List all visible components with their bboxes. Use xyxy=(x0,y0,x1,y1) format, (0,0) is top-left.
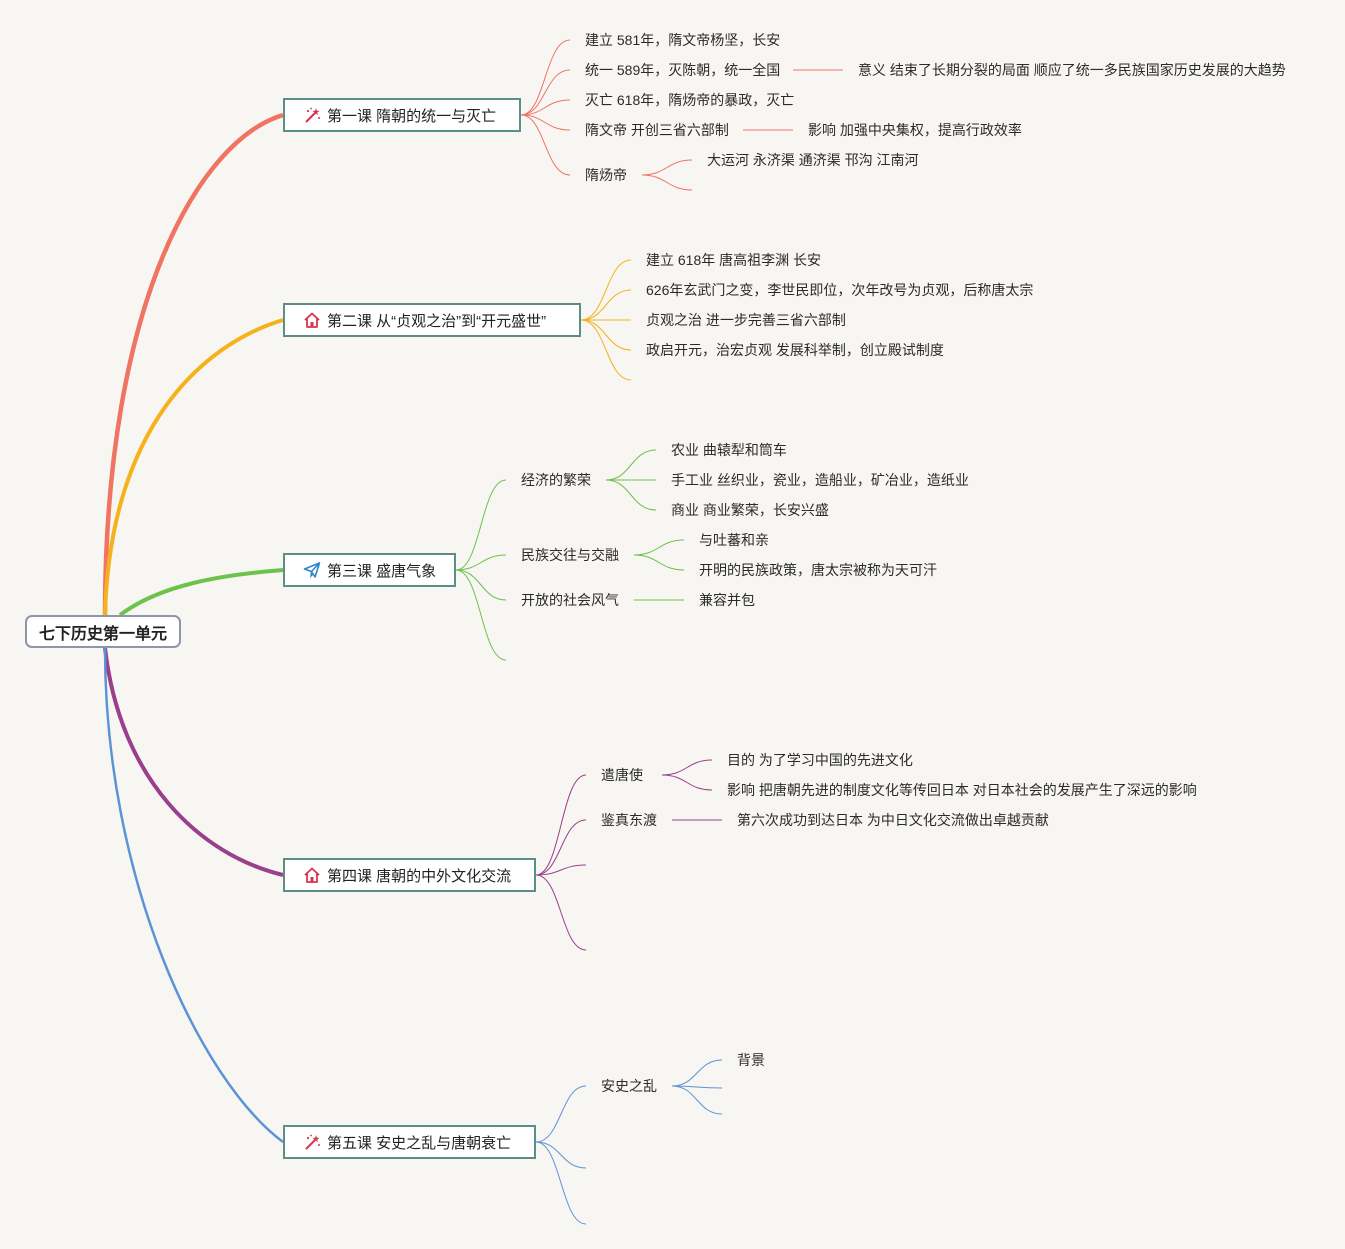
lesson-1-topic[interactable]: 第一课 隋朝的统一与灭亡 xyxy=(283,98,521,132)
lesson-5-title: 第五课 安史之乱与唐朝衰亡 xyxy=(327,1134,512,1152)
magic-wand-icon xyxy=(305,107,320,123)
paper-plane-icon xyxy=(303,562,321,578)
lesson-3-subbranches xyxy=(455,449,685,661)
lesson-2-item-4[interactable]: 政启开元，治宏贞观 发展科举制，创立殿试制度 xyxy=(646,342,944,358)
home-icon xyxy=(304,867,320,883)
lesson-2-item-3[interactable]: 贞观之治 进一步完善三省六部制 xyxy=(646,312,846,328)
lesson-1-item-3[interactable]: 灭亡 618年，隋炀帝的暴政，灭亡 xyxy=(585,92,795,108)
lesson-3-item-2[interactable]: 民族交往与交融 xyxy=(521,547,619,563)
lesson-5-subbranches xyxy=(535,1059,723,1225)
lesson-1-item-2-note[interactable]: 意义 结束了长期分裂的局面 顺应了统一多民族国家历史发展的大趋势 xyxy=(858,62,1286,78)
lesson-2-item-1[interactable]: 建立 618年 唐高祖李渊 长安 xyxy=(646,252,822,268)
lesson-1-title: 第一课 隋朝的统一与灭亡 xyxy=(327,107,497,125)
lesson-4-item-1[interactable]: 遣唐使 xyxy=(601,767,643,783)
lesson-5-topic[interactable]: 第五课 安史之乱与唐朝衰亡 xyxy=(283,1125,536,1159)
lesson-3-item-1[interactable]: 经济的繁荣 xyxy=(521,472,591,488)
branch-lesson-5 xyxy=(103,647,284,1144)
lesson-5-item-1[interactable]: 安史之乱 xyxy=(601,1078,657,1094)
lesson-3-item-1-child-2[interactable]: 手工业 丝织业，瓷业，造船业，矿冶业，造纸业 xyxy=(671,472,969,488)
lesson-2-title: 第二课 从“贞观之治”到“开元盛世” xyxy=(327,312,547,330)
lesson-3-item-2-child-1[interactable]: 与吐蕃和亲 xyxy=(699,532,769,548)
lesson-2-subbranches xyxy=(580,259,632,381)
lesson-4-item-1-child-2[interactable]: 影响 把唐朝先进的制度文化等传回日本 对日本社会的发展产生了深远的影响 xyxy=(727,782,1197,798)
lesson-4-item-2[interactable]: 鉴真东渡 xyxy=(601,812,657,828)
lesson-4-topic[interactable]: 第四课 唐朝的中外文化交流 xyxy=(283,858,536,892)
lesson-2-item-2[interactable]: 626年玄武门之变，李世民即位，次年改号为贞观，后称唐太宗 xyxy=(646,282,1034,298)
lesson-1-item-5[interactable]: 隋炀帝 xyxy=(585,167,627,183)
lesson-4-title: 第四课 唐朝的中外文化交流 xyxy=(327,867,512,885)
lesson-1-item-1[interactable]: 建立 581年，隋文帝杨坚，长安 xyxy=(585,32,781,48)
lesson-3-item-3-child-1[interactable]: 兼容并包 xyxy=(699,592,755,608)
magic-wand-icon xyxy=(305,1134,320,1150)
branch-lesson-4 xyxy=(103,647,284,877)
lesson-3-item-1-child-3[interactable]: 商业 商业繁荣，长安兴盛 xyxy=(671,502,829,518)
lesson-1-item-4[interactable]: 隋文帝 开创三省六部制 xyxy=(585,122,729,138)
lesson-4-item-1-child-1[interactable]: 目的 为了学习中国的先进文化 xyxy=(727,752,913,768)
home-icon xyxy=(304,312,320,328)
lesson-3-item-2-child-2[interactable]: 开明的民族政策，唐太宗被称为天可汗 xyxy=(699,562,937,578)
lesson-5-item-1-child-1[interactable]: 背景 xyxy=(737,1052,765,1068)
lesson-1-item-4-note[interactable]: 影响 加强中央集权，提高行政效率 xyxy=(808,122,1022,138)
lesson-1-subbranches xyxy=(520,39,843,191)
lesson-2-topic[interactable]: 第二课 从“贞观之治”到“开元盛世” xyxy=(283,303,581,337)
lesson-3-title: 第三课 盛唐气象 xyxy=(327,562,437,580)
lesson-3-item-1-child-1[interactable]: 农业 曲辕犁和筒车 xyxy=(671,442,787,458)
lesson-1-item-2[interactable]: 统一 589年，灭陈朝，统一全国 xyxy=(585,62,781,78)
root-topic[interactable]: 七下历史第一单元 xyxy=(25,615,181,648)
branch-lesson-1 xyxy=(102,112,284,616)
lesson-4-subbranches xyxy=(535,759,722,951)
branch-lesson-3 xyxy=(118,568,284,617)
lesson-4-item-2-child-1[interactable]: 第六次成功到达日本 为中日文化交流做出卓越贡献 xyxy=(737,812,1049,828)
lesson-3-item-3[interactable]: 开放的社会风气 xyxy=(521,592,619,608)
lesson-1-item-5-child-1[interactable]: 大运河 永济渠 通济渠 邗沟 江南河 xyxy=(707,152,919,168)
branch-lesson-2 xyxy=(103,318,284,616)
lesson-3-topic[interactable]: 第三课 盛唐气象 xyxy=(283,553,456,587)
